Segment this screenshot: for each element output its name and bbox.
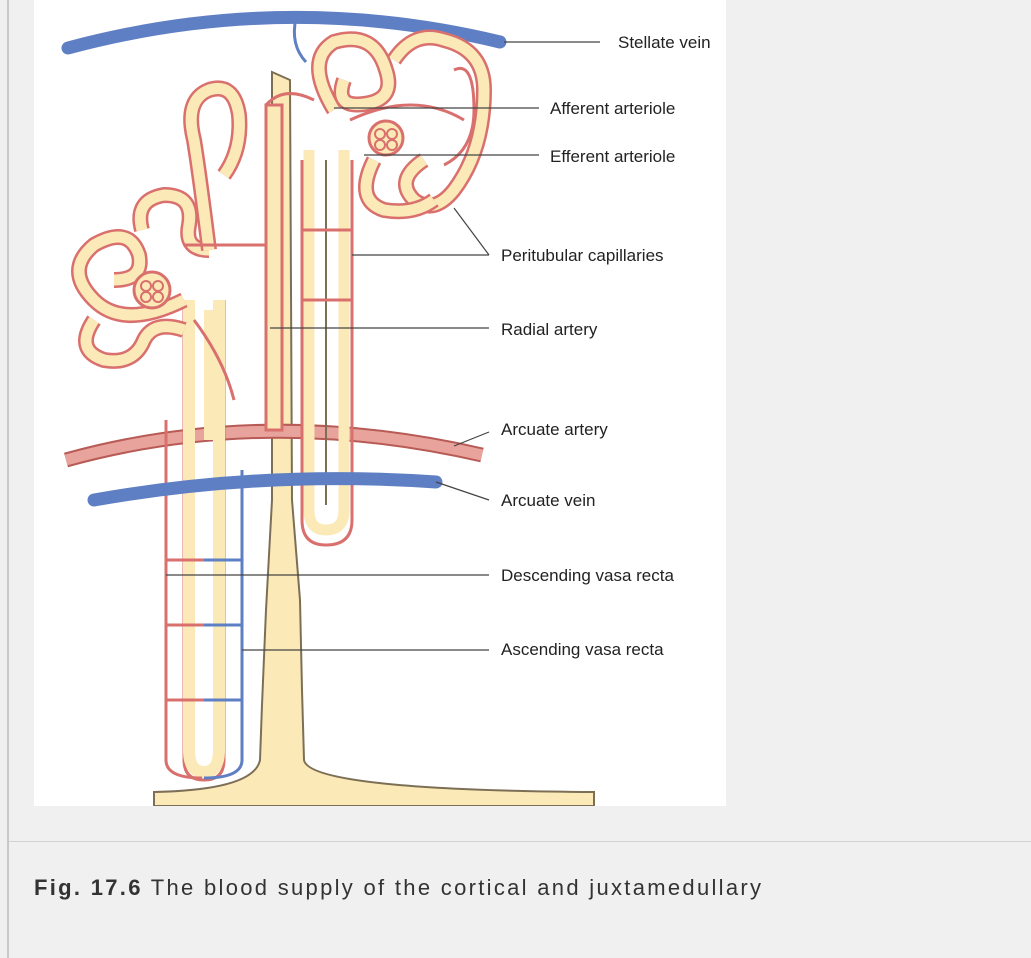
- label-radial-artery: Radial artery: [501, 320, 597, 340]
- juxtamedullary-convoluted-tubules: [79, 88, 266, 400]
- label-arcuate-vein: Arcuate vein: [501, 491, 596, 511]
- cortical-loop: [302, 150, 352, 545]
- figure-caption: Fig. 17.6 The blood supply of the cortic…: [34, 875, 763, 901]
- label-afferent-arteriole: Afferent arteriole: [550, 99, 675, 119]
- leader-arcuate-vein: [436, 482, 489, 500]
- label-stellate-vein: Stellate vein: [618, 33, 711, 53]
- arcuate-vein: [94, 479, 436, 500]
- label-descending-vasa-recta: Descending vasa recta: [501, 566, 674, 586]
- leader-arcuate-artery: [454, 432, 489, 446]
- label-peritubular-capillaries: Peritubular capillaries: [501, 246, 664, 266]
- left-border-rule: [7, 0, 9, 958]
- figure-number: Fig. 17.6: [34, 875, 143, 900]
- juxtamedullary-loop: [184, 300, 224, 780]
- juxtamedullary-glomerulus: [134, 272, 170, 308]
- nephron-diagram: [34, 0, 726, 806]
- label-ascending-vasa-recta: Ascending vasa recta: [501, 640, 664, 660]
- label-efferent-arteriole: Efferent arteriole: [550, 147, 675, 167]
- cortical-glomerulus: [369, 121, 403, 155]
- vasa-recta: [166, 420, 242, 778]
- kidney-blood-supply-figure: Stellate vein Afferent arteriole Efferen…: [34, 0, 726, 806]
- caption-divider: [9, 841, 1031, 842]
- stellate-vein-branch: [294, 18, 306, 62]
- caption-text: The blood supply of the cortical and jux…: [151, 875, 764, 900]
- label-arcuate-artery: Arcuate artery: [501, 420, 608, 440]
